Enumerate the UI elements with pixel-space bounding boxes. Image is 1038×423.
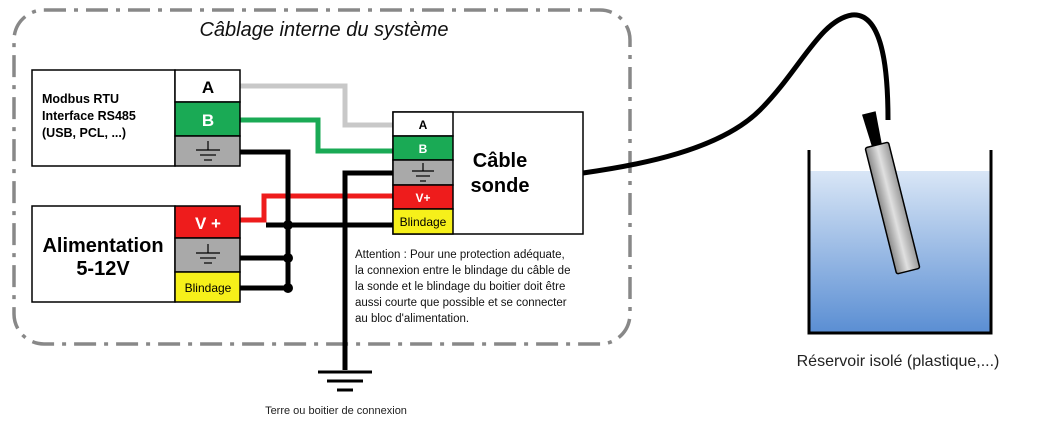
ground-label: Terre ou boitier de connexion (265, 405, 407, 417)
ground-icon (412, 163, 434, 182)
probe-cable-line2: sonde (471, 175, 530, 197)
tank-walls (807, 150, 993, 335)
attention-line: au bloc d'alimentation. (355, 313, 469, 325)
wire-a (240, 83, 393, 128)
power-block: Alimentation 5-12V V + Blindage (31, 205, 241, 303)
attention-note: Attention : Pour une protection adéquate… (355, 249, 570, 325)
probe-terminal-shield-label: Blindage (400, 215, 447, 229)
wire-ground (240, 149, 393, 370)
probe-sensor (862, 111, 921, 275)
power-line1: Alimentation (42, 235, 163, 257)
attention-line: la connexion entre le blindage du câble … (355, 265, 570, 277)
attention-line: aussi courte que possible et se connecte… (355, 297, 567, 309)
attention-line: Attention : Pour une protection adéquate… (355, 249, 565, 261)
power-terminal-ground (174, 237, 241, 273)
probe-terminal-b (392, 135, 454, 161)
modbus-terminal-b (174, 101, 241, 137)
earth-ground-icon (318, 370, 372, 392)
probe-cable-block: A B V+ Blindage Câble sonde (392, 111, 584, 235)
modbus-line1: Modbus RTU (42, 92, 119, 106)
probe-terminal-b-label: B (419, 142, 428, 156)
wire-power (240, 193, 393, 223)
modbus-terminal-b-label: B (202, 111, 214, 130)
probe-terminal-shield (392, 208, 454, 235)
ground-icon (196, 141, 220, 161)
power-terminal-shield-label: Blindage (185, 281, 232, 295)
system-label: Câblage interne du système (199, 19, 448, 41)
modbus-block: Modbus RTU Interface RS485 (USB, PCL, ..… (31, 69, 241, 167)
probe-cable-line1: Câble (473, 150, 527, 172)
junction-dot (283, 283, 293, 293)
probe-terminal-v (392, 184, 454, 210)
power-terminal-v-label: V + (195, 214, 221, 233)
modbus-terminal-a-label: A (202, 78, 214, 97)
modbus-line2: Interface RS485 (42, 109, 136, 123)
probe-cable (582, 12, 891, 176)
wire-b (240, 117, 393, 154)
modbus-line3: (USB, PCL, ...) (42, 126, 126, 140)
ground-icon (196, 244, 220, 264)
junction-dot (283, 220, 293, 230)
probe-terminal-v-label: V+ (415, 191, 430, 205)
junction-dot (283, 253, 293, 263)
attention-line: la sonde et le blindage du boitier doit … (355, 281, 565, 293)
modbus-terminal-a (174, 69, 241, 103)
probe-terminal-a-label: A (419, 118, 428, 132)
tank-label: Réservoir isolé (plastique,...) (797, 353, 1000, 370)
power-terminal-shield (174, 271, 241, 303)
power-line2: 5-12V (76, 258, 130, 280)
modbus-terminal-ground (174, 135, 241, 167)
